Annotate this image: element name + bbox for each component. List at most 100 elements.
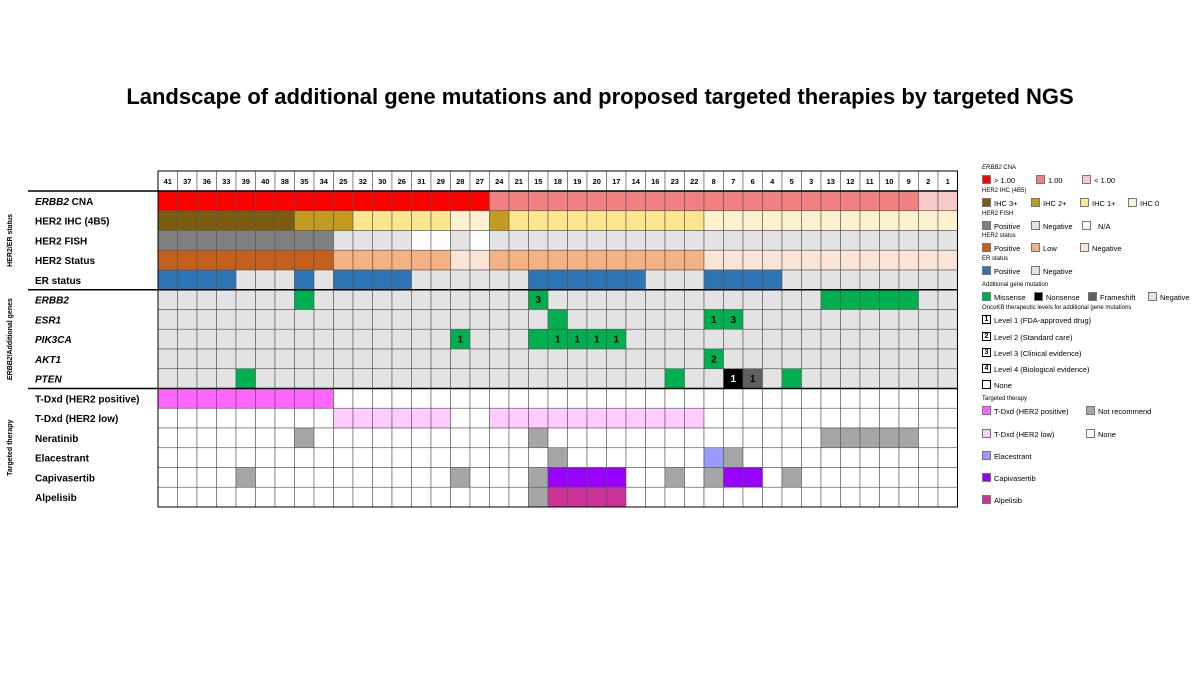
heatmap-cell: [508, 467, 529, 488]
heatmap-cell: [723, 269, 744, 291]
heatmap-cell: [216, 427, 237, 449]
heatmap-cell: [645, 269, 666, 291]
heatmap-cell: [859, 348, 880, 370]
heatmap-cell: [625, 309, 646, 330]
heatmap-cell: [294, 230, 315, 251]
heatmap-cell: [547, 467, 568, 488]
heatmap-cell: [762, 348, 783, 370]
heatmap-cell: [489, 388, 510, 409]
heatmap-cell: [781, 407, 802, 429]
heatmap-cell: [879, 486, 900, 508]
heatmap-cell: [547, 269, 568, 291]
heatmap-cell: [235, 368, 256, 389]
heatmap-cell: [801, 348, 822, 370]
group-label: HER2/ER status: [7, 214, 14, 267]
heatmap-cell: [313, 447, 334, 468]
heatmap-cell: [216, 467, 237, 488]
heatmap-cell: [820, 269, 841, 291]
heatmap-cell: [255, 230, 276, 251]
heatmap-cell: [489, 328, 510, 350]
heatmap-cell: [840, 368, 861, 389]
heatmap-cell: [372, 427, 393, 449]
heatmap-cell: [528, 249, 549, 271]
heatmap-cell: [937, 447, 958, 468]
heatmap-cell: [684, 190, 705, 212]
heatmap-cell: [294, 269, 315, 291]
heatmap-cell: [645, 388, 666, 409]
heatmap-cell: [528, 190, 549, 212]
heatmap-cell: [625, 190, 646, 212]
heatmap-cell: [177, 467, 198, 488]
heatmap-cell: [489, 348, 510, 370]
heatmap-cell: [645, 328, 666, 350]
heatmap-cell: [430, 407, 451, 429]
heatmap-cell: [352, 388, 373, 409]
heatmap-cell: [879, 190, 900, 212]
heatmap-cell: [898, 210, 919, 231]
heatmap-cell: [196, 309, 217, 330]
legend-swatch-her2-pos: [982, 243, 991, 252]
heatmap-cell: [528, 309, 549, 330]
legend-label-ihc2: IHC 2+: [1043, 199, 1067, 208]
heatmap-cell: [177, 348, 198, 370]
heatmap-cell: [645, 447, 666, 468]
heatmap-cell: [859, 368, 880, 389]
heatmap-cell: [859, 289, 880, 310]
heatmap-cell: [781, 328, 802, 350]
column-label: 28: [456, 177, 464, 186]
legend-label-level-4: Level 4 (Biological evidence): [994, 365, 1090, 374]
heatmap-cell: [723, 467, 744, 488]
heatmap-cell: [508, 368, 529, 389]
heatmap-cell: [918, 447, 939, 468]
heatmap-cell: [586, 447, 607, 468]
heatmap-cell: [840, 467, 861, 488]
heatmap-cell: [684, 486, 705, 508]
heatmap-cell: [645, 427, 666, 449]
heatmap-cell: [742, 309, 763, 330]
heatmap-cell: [937, 249, 958, 271]
heatmap-cell: [879, 388, 900, 409]
heatmap-cell: [489, 368, 510, 389]
heatmap-cell: [255, 368, 276, 389]
heatmap-cell: [762, 407, 783, 429]
legend-swatch-alpelisib: [982, 495, 991, 504]
heatmap-cell: [274, 348, 295, 370]
heatmap-cell: [567, 368, 588, 389]
heatmap-cell: [937, 289, 958, 310]
legend-box-level-3: 3: [982, 348, 991, 357]
heatmap-cell: [723, 249, 744, 271]
heatmap-cell: [664, 289, 685, 310]
heatmap-cell: [684, 447, 705, 468]
heatmap-cell: [879, 309, 900, 330]
heatmap-cell: [255, 407, 276, 429]
heatmap-cell: [801, 289, 822, 310]
heatmap-cell: [703, 269, 724, 291]
oncokb-level-label: 3: [730, 315, 736, 326]
heatmap-cell: [606, 447, 627, 468]
heatmap-cell: [274, 249, 295, 271]
heatmap-cell: [762, 269, 783, 291]
heatmap-cell: [450, 210, 471, 231]
column-label: 8: [712, 177, 716, 186]
heatmap-cell: [664, 407, 685, 429]
heatmap-cell: [333, 486, 354, 508]
heatmap-cell: [859, 328, 880, 350]
heatmap-cell: [606, 368, 627, 389]
heatmap-cell: [157, 328, 178, 350]
heatmap-cell: [801, 486, 822, 508]
heatmap-cell: [489, 210, 510, 231]
heatmap-cell: [391, 328, 412, 350]
heatmap-cell: [820, 230, 841, 251]
heatmap-cell: [742, 467, 763, 488]
heatmap-cell: [333, 249, 354, 271]
column-label: 40: [261, 177, 269, 186]
heatmap-cell: [781, 309, 802, 330]
heatmap-cell: [157, 309, 178, 330]
heatmap-cell: [528, 467, 549, 488]
legend-label-her2-neg: Negative: [1092, 244, 1122, 253]
heatmap-cell: [742, 190, 763, 212]
heatmap-cell: [567, 210, 588, 231]
heatmap-cell: [918, 368, 939, 389]
column-label: 6: [751, 177, 755, 186]
heatmap-cell: [333, 269, 354, 291]
